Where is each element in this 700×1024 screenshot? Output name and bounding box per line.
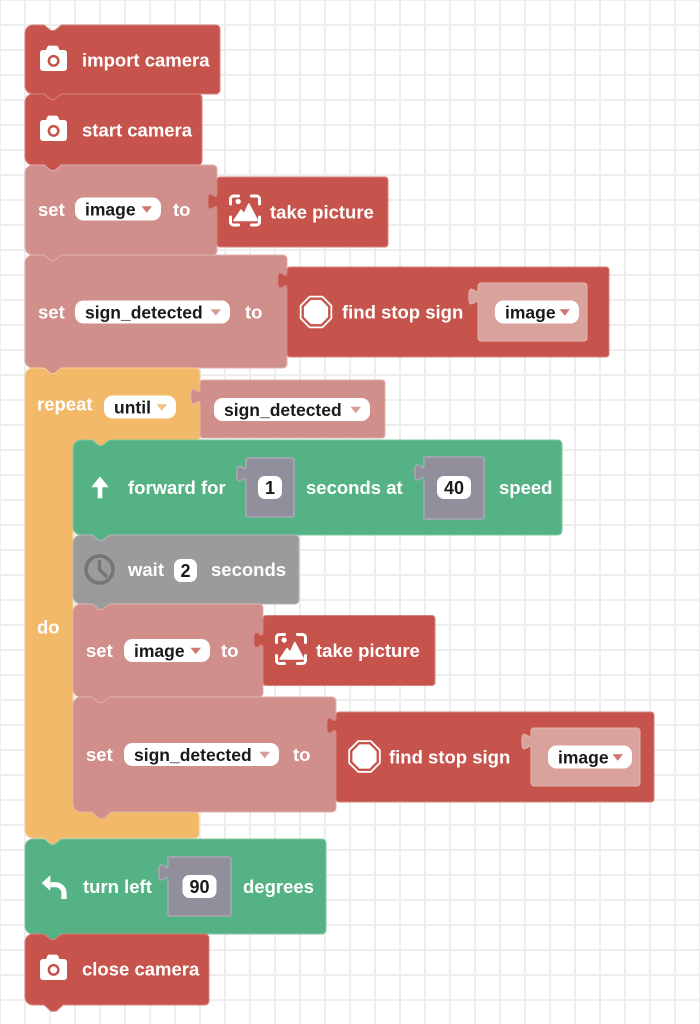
- svg-text:40: 40: [444, 478, 464, 498]
- svg-text:sign_detected: sign_detected: [85, 303, 203, 323]
- svg-text:degrees: degrees: [243, 876, 314, 897]
- svg-text:find stop sign: find stop sign: [342, 302, 463, 323]
- svg-text:find stop sign: find stop sign: [389, 747, 510, 768]
- svg-text:import camera: import camera: [82, 50, 210, 71]
- svg-text:set: set: [38, 199, 65, 220]
- svg-text:take picture: take picture: [316, 640, 420, 661]
- svg-text:seconds at: seconds at: [306, 477, 403, 498]
- svg-text:image: image: [134, 641, 185, 661]
- svg-text:90: 90: [189, 877, 209, 897]
- svg-text:forward for: forward for: [128, 477, 226, 498]
- svg-text:take picture: take picture: [270, 202, 374, 223]
- svg-text:do: do: [37, 617, 60, 638]
- svg-text:sign_detected: sign_detected: [134, 745, 252, 765]
- svg-text:wait: wait: [127, 559, 164, 580]
- svg-text:speed: speed: [499, 477, 552, 498]
- svg-text:seconds: seconds: [211, 559, 286, 580]
- svg-text:to: to: [245, 302, 262, 323]
- svg-text:sign_detected: sign_detected: [224, 400, 342, 420]
- svg-text:until: until: [114, 398, 151, 418]
- svg-text:repeat: repeat: [37, 394, 93, 415]
- svg-text:image: image: [505, 303, 556, 323]
- svg-text:image: image: [558, 748, 609, 768]
- svg-text:close camera: close camera: [82, 959, 200, 980]
- svg-text:start camera: start camera: [82, 120, 193, 141]
- svg-text:set: set: [38, 302, 65, 323]
- svg-text:2: 2: [180, 561, 190, 581]
- svg-text:set: set: [86, 640, 113, 661]
- svg-text:to: to: [293, 744, 310, 765]
- svg-text:to: to: [173, 199, 190, 220]
- svg-text:image: image: [85, 200, 136, 220]
- svg-text:turn left: turn left: [83, 876, 152, 897]
- svg-text:set: set: [86, 744, 113, 765]
- svg-text:1: 1: [265, 478, 275, 498]
- svg-text:to: to: [221, 640, 238, 661]
